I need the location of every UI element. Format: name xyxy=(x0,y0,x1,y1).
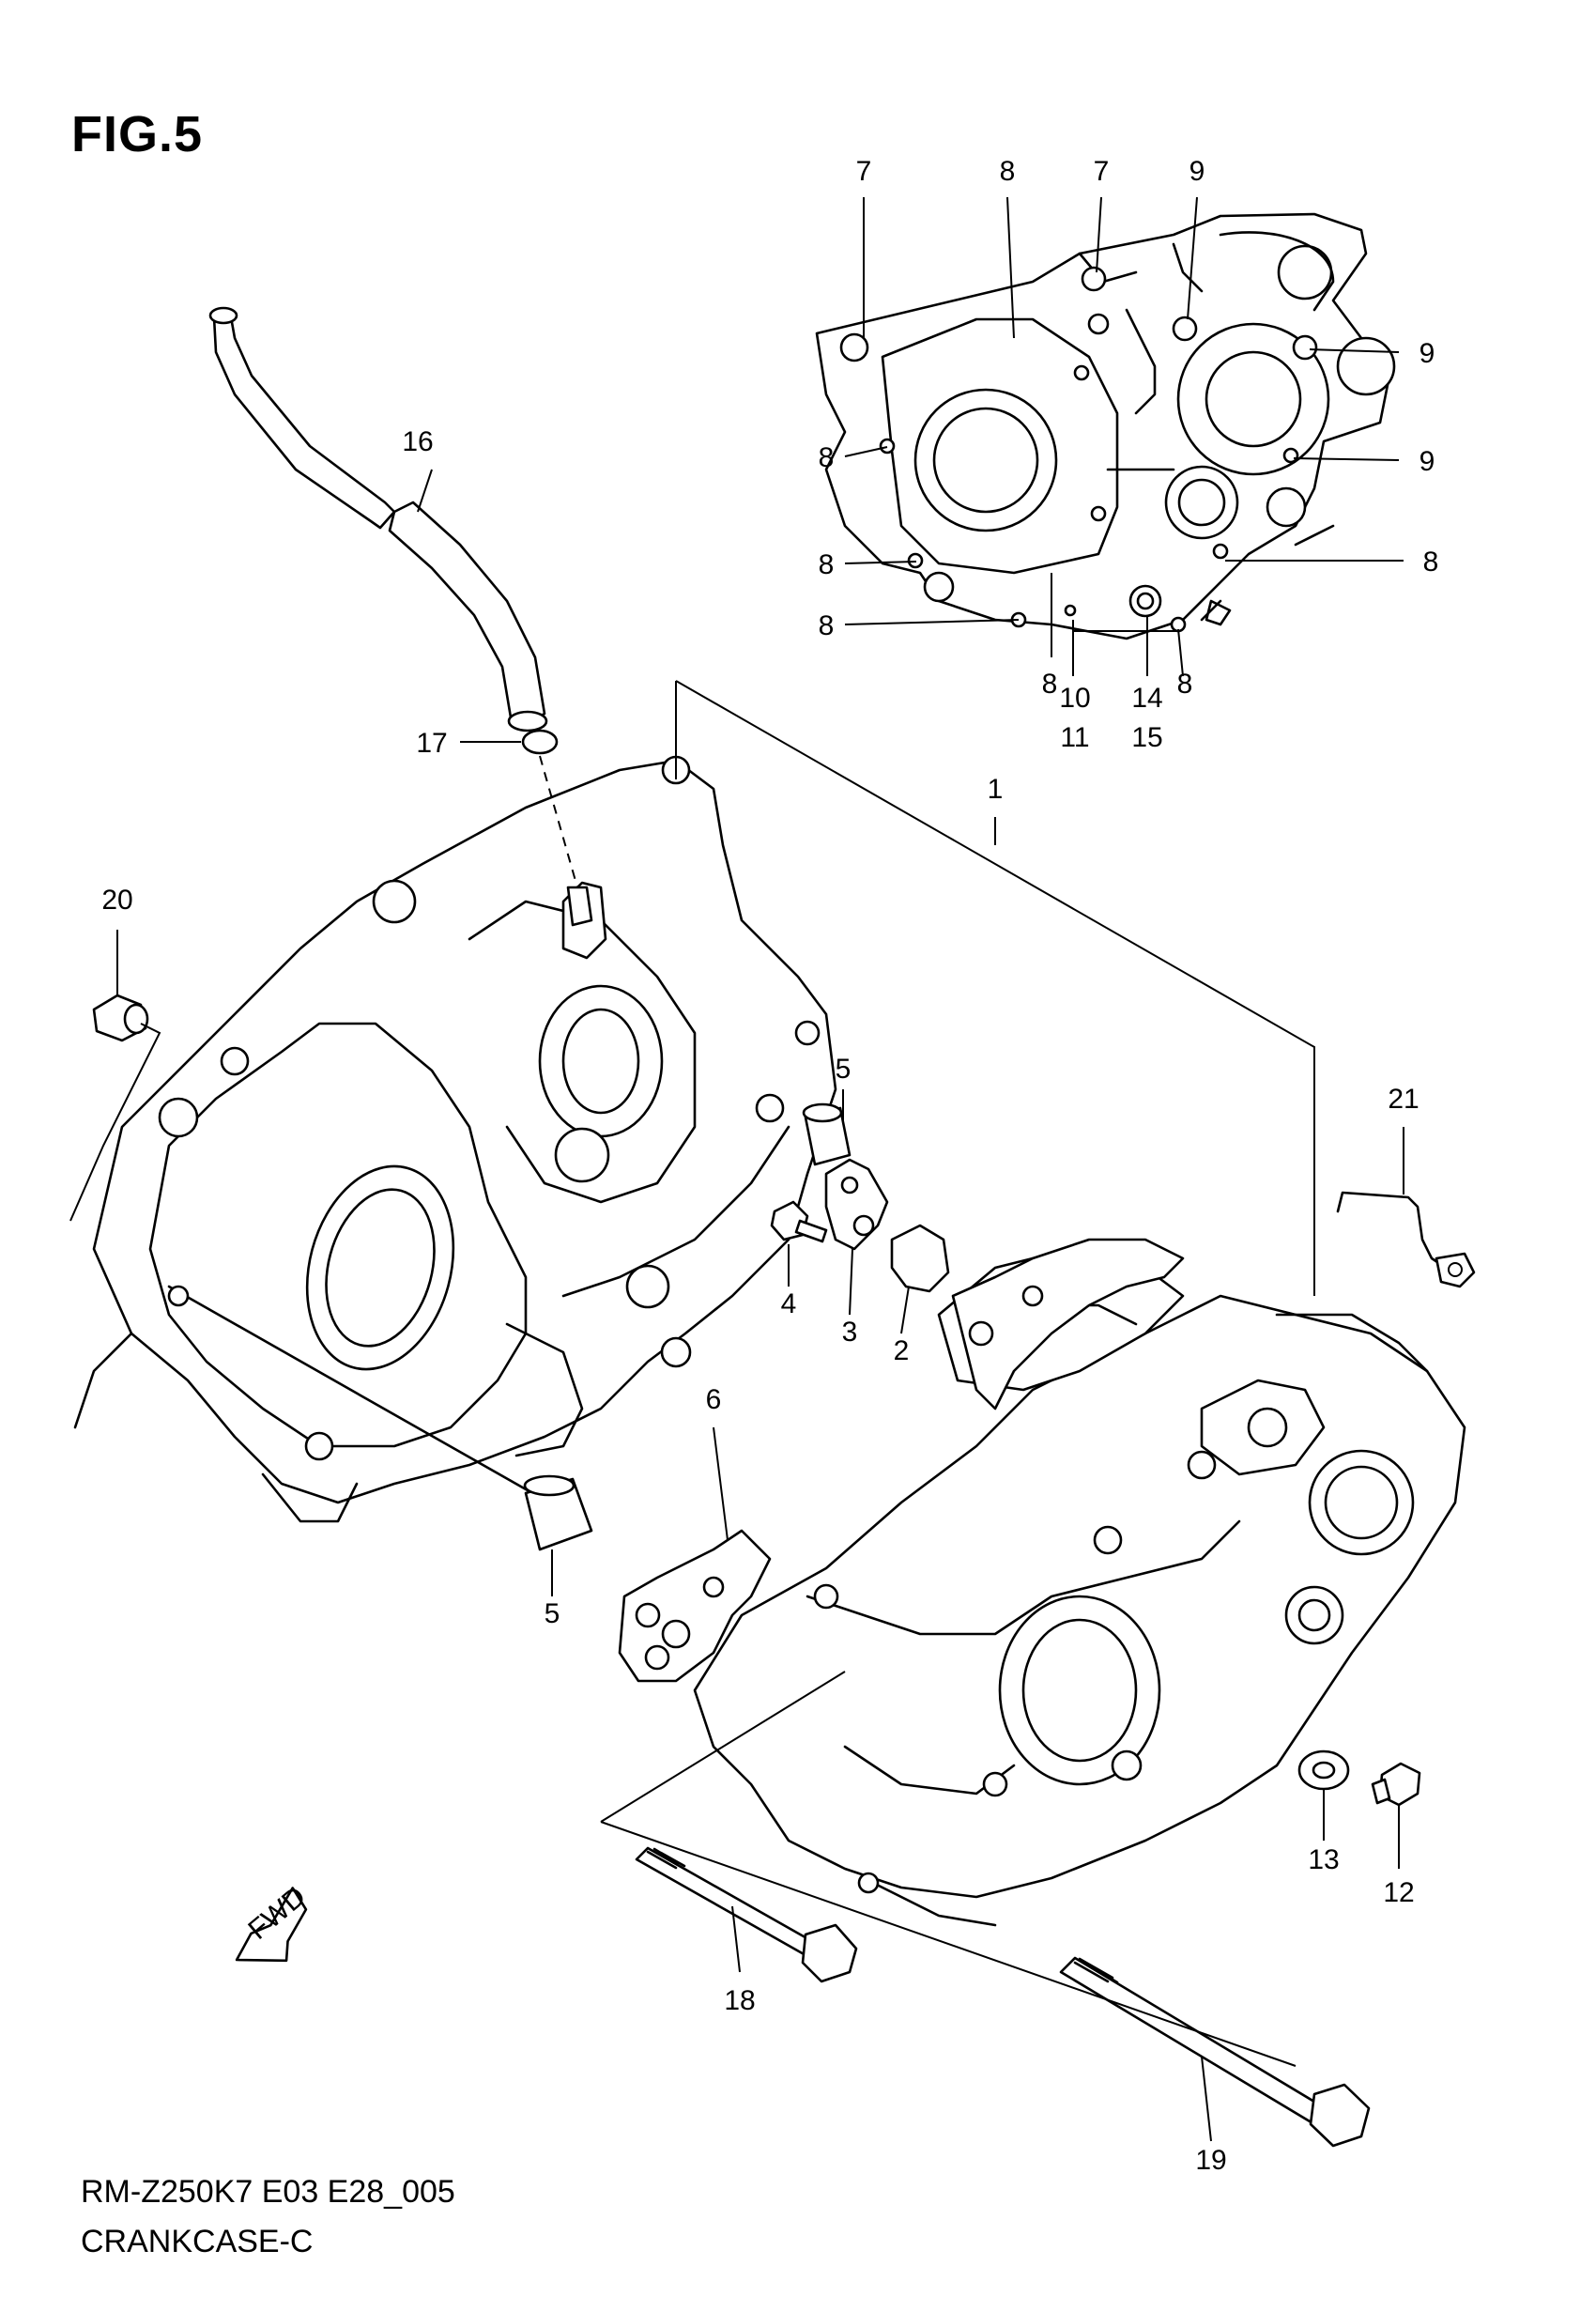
bracket-21-drawing xyxy=(1336,1191,1476,1288)
callout-7: 7 xyxy=(856,156,872,187)
callout-14: 14 xyxy=(1131,683,1162,714)
breather-hose-16-drawing xyxy=(208,306,548,732)
fwd-arrow-icon: FWD xyxy=(235,1881,312,1963)
callout-1: 1 xyxy=(988,774,1004,805)
bolt-19-drawing xyxy=(1059,1956,1371,2148)
right-crankcase-drawing xyxy=(693,1247,1466,1927)
callout-17: 17 xyxy=(416,728,447,759)
callout-2: 2 xyxy=(894,1335,910,1366)
gasket-right-drawing xyxy=(951,1238,1185,1410)
section-name-label: CRANKCASE-C xyxy=(81,2224,314,2259)
bolt-18-drawing xyxy=(635,1846,858,1983)
figure-title: FIG.5 xyxy=(71,106,204,162)
plate-3-drawing xyxy=(824,1158,889,1251)
callout-4: 4 xyxy=(781,1288,797,1319)
callout-15: 15 xyxy=(1131,722,1162,753)
callout-11: 11 xyxy=(1060,722,1089,753)
breather-nipple-drawing xyxy=(566,886,593,927)
dowel-5-upper-drawing xyxy=(802,1102,852,1166)
callout-12: 12 xyxy=(1383,1877,1414,1908)
callout-8: 8 xyxy=(1000,156,1016,187)
bolt-12-drawing xyxy=(1371,1762,1421,1807)
callout-7: 7 xyxy=(1094,156,1110,187)
clip-17-drawing xyxy=(521,729,559,755)
callout-21: 21 xyxy=(1388,1084,1419,1115)
callout-20: 20 xyxy=(101,885,132,916)
callout-6: 6 xyxy=(706,1384,722,1415)
callout-9: 9 xyxy=(1420,338,1435,369)
callout-19: 19 xyxy=(1195,2145,1226,2176)
callout-8: 8 xyxy=(1177,669,1193,700)
dowel-5-lower-drawing xyxy=(523,1474,593,1551)
callout-13: 13 xyxy=(1308,1844,1339,1875)
callout-16: 16 xyxy=(402,426,433,457)
callout-8: 8 xyxy=(1042,669,1058,700)
callout-3: 3 xyxy=(842,1317,858,1348)
callout-8: 8 xyxy=(1423,547,1439,578)
left-crankcase-drawing xyxy=(73,755,837,1523)
callout-8: 8 xyxy=(819,549,835,580)
leader-lines xyxy=(116,196,1404,2142)
gasket-6-drawing xyxy=(618,1529,772,1683)
callout-9: 9 xyxy=(1189,156,1205,187)
model-code-label: RM-Z250K7 E03 E28_005 xyxy=(81,2174,455,2210)
callout-18: 18 xyxy=(724,1985,755,2016)
callout-8: 8 xyxy=(819,610,835,641)
callout-labels: 7 8 7 9 9 9 8 8 8 8 8 8 10 11 14 15 16 1… xyxy=(101,156,1438,2176)
callout-10: 10 xyxy=(1059,683,1090,714)
callout-8: 8 xyxy=(819,442,835,473)
callout-5: 5 xyxy=(545,1598,560,1629)
crankcase-inset-drawing xyxy=(815,212,1396,640)
callout-9: 9 xyxy=(1420,446,1435,477)
washer-13-drawing xyxy=(1297,1749,1350,1791)
hose-leader-line xyxy=(539,755,578,888)
bolt-4-drawing xyxy=(770,1200,828,1243)
gasket-2-drawing xyxy=(890,1224,950,1293)
callout-5: 5 xyxy=(836,1054,852,1085)
